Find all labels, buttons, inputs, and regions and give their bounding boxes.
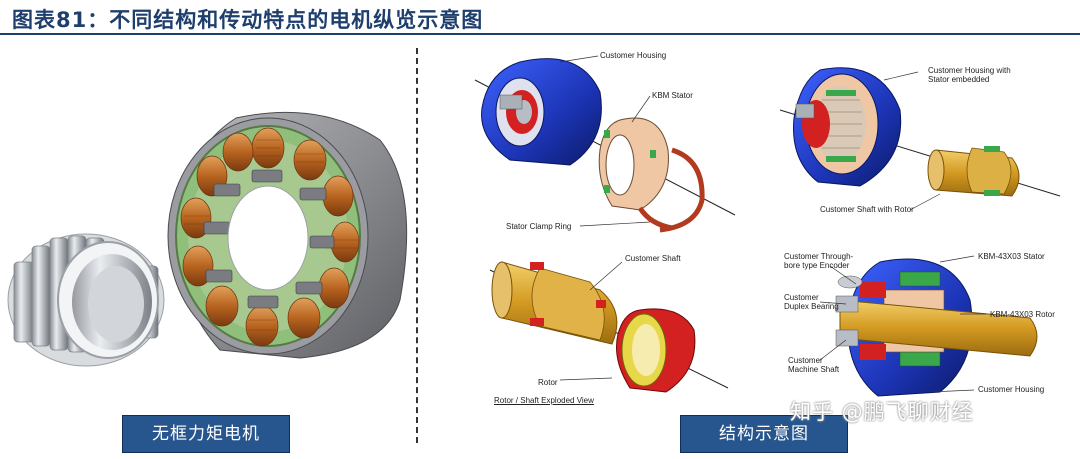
caption-frameless-torque-motor: 无框力矩电机 [122,415,290,453]
label-customer-housing: Customer Housing [600,51,667,60]
label-customer-housing-bottom: Customer Housing [978,385,1045,394]
label-rotor: Rotor [538,378,558,387]
label-kbm-stator-43x03: KBM-43X03 Stator [978,252,1045,261]
rotor-shaft-exploded-diagram [489,261,729,393]
stator-photo [167,111,408,359]
label-encoder-line1: Customer Through- [784,252,854,261]
label-stator-embedded: Stator embedded [928,75,990,84]
label-stator-clamp-ring: Stator Clamp Ring [506,222,572,231]
label-customer-shaft: Customer Shaft [625,254,681,263]
label-kbm-rotor-43x03: KBM-43X03 Rotor [990,310,1055,319]
title-underline [0,33,1080,35]
label-bearing-line1: Customer [784,293,819,302]
label-bearing-line2: Duplex Bearing [784,302,839,311]
exploded-housing-diagram [474,55,736,233]
housing-with-stator-diagram [779,67,1061,211]
label-kbm-stator: KBM Stator [652,91,693,100]
label-shaft-with-rotor: Customer Shaft with Rotor [820,205,914,214]
label-encoder-line2: bore type Encoder [784,261,850,270]
label-machine-shaft-line1: Customer [788,356,823,365]
caption-structure-diagram: 结构示意图 [680,415,848,453]
label-exploded-view: Rotor / Shaft Exploded View [494,396,594,405]
watermark: 知乎 @鹏飞聊财经 [790,400,974,424]
label-machine-shaft-line2: Machine Shaft [788,365,840,374]
header: 图表81：不同结构和传动特点的电机纵览示意图 [0,0,1080,36]
label-housing-with-stator: Customer Housing with [928,66,1011,75]
page-title: 图表81：不同结构和传动特点的电机纵览示意图 [12,8,484,32]
panel-divider [416,48,418,443]
rotor-ring-photo [7,233,165,367]
assembled-motor-diagram [819,255,1038,397]
